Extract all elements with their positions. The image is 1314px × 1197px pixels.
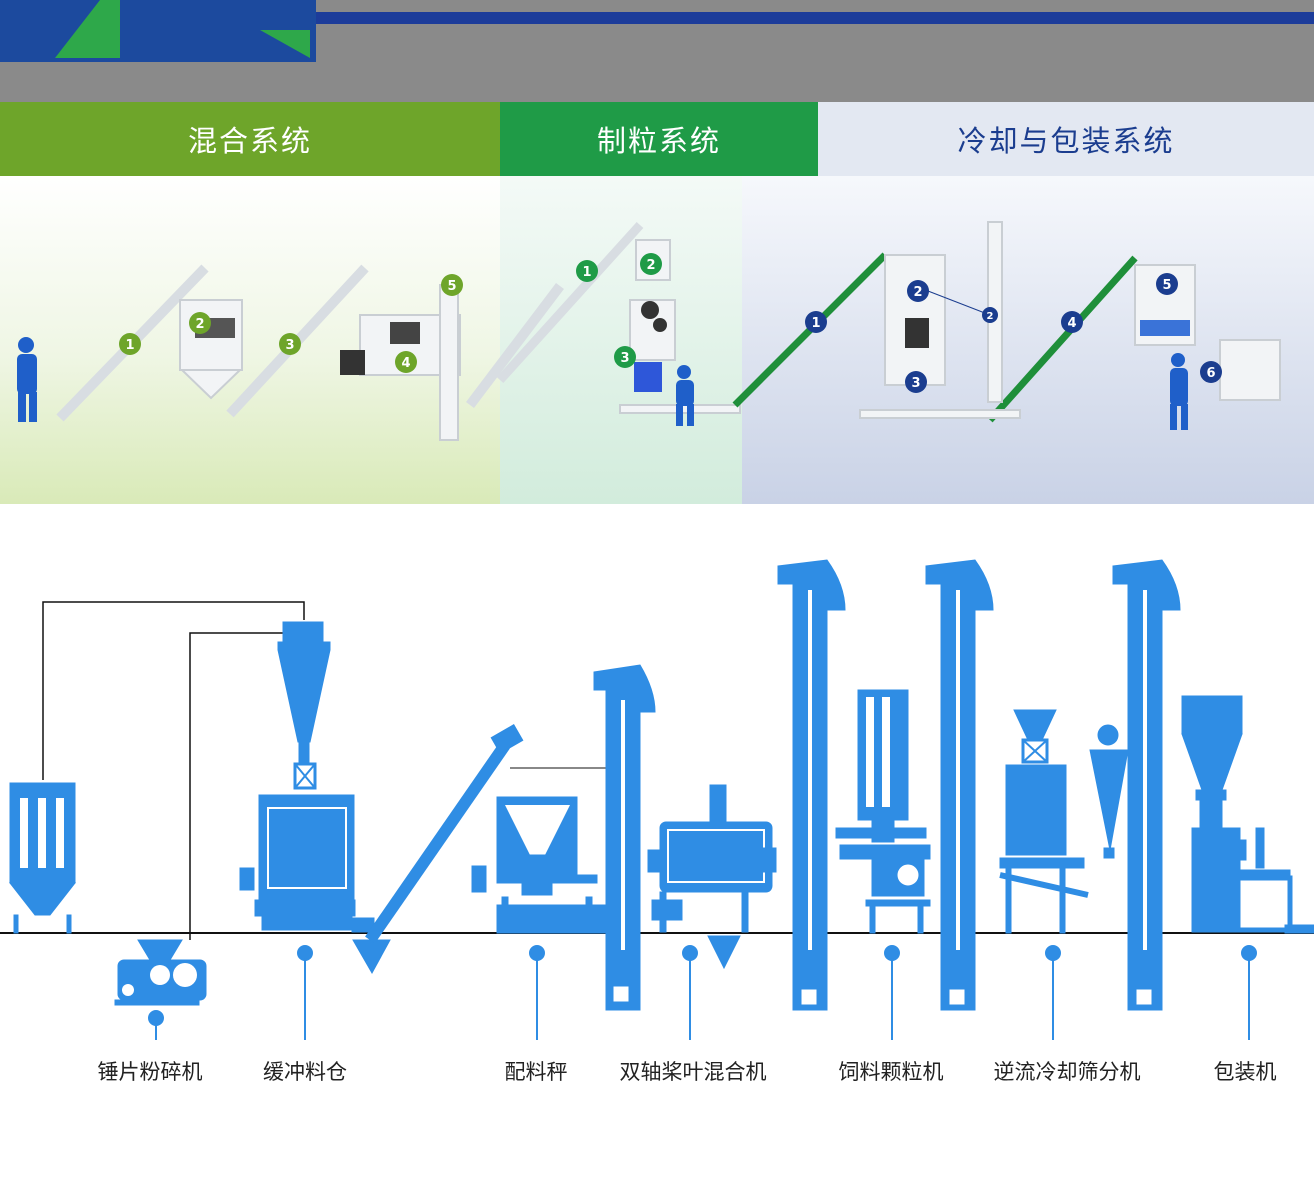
label-hammer-mill: 锤片粉碎机 (97, 1060, 203, 1084)
tab-cooling-label: 冷却与包装系统 (957, 124, 1175, 158)
pellet-mill-machine (835, 689, 931, 934)
label-packing-machine: 包装机 (1213, 1060, 1277, 1084)
batching-scale-machine (471, 796, 608, 934)
header-rule (316, 12, 1314, 24)
dust-collector-silo (8, 782, 77, 934)
packing-machine (1181, 695, 1314, 934)
marker-cool-6: 6 (1206, 366, 1215, 381)
marker-cool-2: 2 (913, 285, 922, 300)
marker-cool-1: 1 (811, 316, 820, 331)
worker-figure-1 (17, 337, 37, 422)
bucket-elevator-1 (593, 664, 656, 1011)
tab-cooling-packing-system: 冷却与包装系统 (818, 102, 1314, 176)
tab-mixing-label: 混合系统 (187, 124, 312, 158)
label-pointers (148, 945, 1257, 1040)
tab-mixing-system: 混合系统 (0, 102, 500, 176)
marker-mix-2: 2 (195, 317, 204, 332)
worker-figure-2 (676, 365, 694, 426)
marker-cool-2b: 2 (987, 311, 994, 322)
system-render-illustration: 1 2 3 4 5 1 2 3 (17, 221, 1281, 441)
label-buffer-bin: 缓冲料仓 (263, 1060, 347, 1084)
cooling-markers: 1 2 2 3 4 5 6 (805, 273, 1222, 393)
logo-mark-icon (55, 0, 310, 58)
marker-mix-1: 1 (125, 338, 134, 353)
hammer-mill-machine (114, 939, 207, 1006)
pelleting-markers: 1 2 3 (576, 253, 662, 368)
worker-figure-3 (1170, 353, 1188, 430)
counterflow-cooler-machine (999, 709, 1129, 934)
tab-pelleting-system: 制粒系统 (500, 102, 818, 176)
screw-conveyor-machine (352, 724, 524, 975)
cooling-system-render (742, 176, 1314, 504)
label-twin-shaft-mixer: 双轴桨叶混合机 (619, 1060, 767, 1084)
label-cooler-screener: 逆流冷却筛分机 (993, 1060, 1141, 1084)
marker-cool-4: 4 (1067, 316, 1076, 331)
marker-pellet-3: 3 (620, 351, 629, 366)
marker-mix-3: 3 (285, 338, 294, 353)
bucket-elevator-4 (1112, 559, 1181, 1011)
marker-cool-5: 5 (1162, 278, 1171, 293)
tab-pelleting-label: 制粒系统 (596, 124, 721, 158)
marker-mix-5: 5 (447, 279, 456, 294)
marker-pellet-1: 1 (582, 265, 591, 280)
pipe-mill-to-bin (189, 632, 290, 940)
marker-cool-3: 3 (911, 376, 920, 391)
cooling-equipment (732, 221, 1281, 423)
bucket-elevator-2 (777, 559, 846, 1011)
mixing-markers: 1 2 3 4 5 (119, 274, 463, 373)
label-batching-scale: 配料秤 (504, 1060, 568, 1084)
buffer-bin-machine (239, 621, 375, 933)
label-pellet-mill: 饲料颗粒机 (838, 1060, 944, 1084)
pipe-dust-to-bin (42, 601, 305, 780)
bucket-elevator-3 (925, 559, 994, 1011)
marker-mix-4: 4 (401, 356, 410, 371)
company-logo (0, 0, 316, 62)
twin-shaft-mixer-machine (647, 784, 777, 970)
marker-pellet-2: 2 (646, 258, 655, 273)
